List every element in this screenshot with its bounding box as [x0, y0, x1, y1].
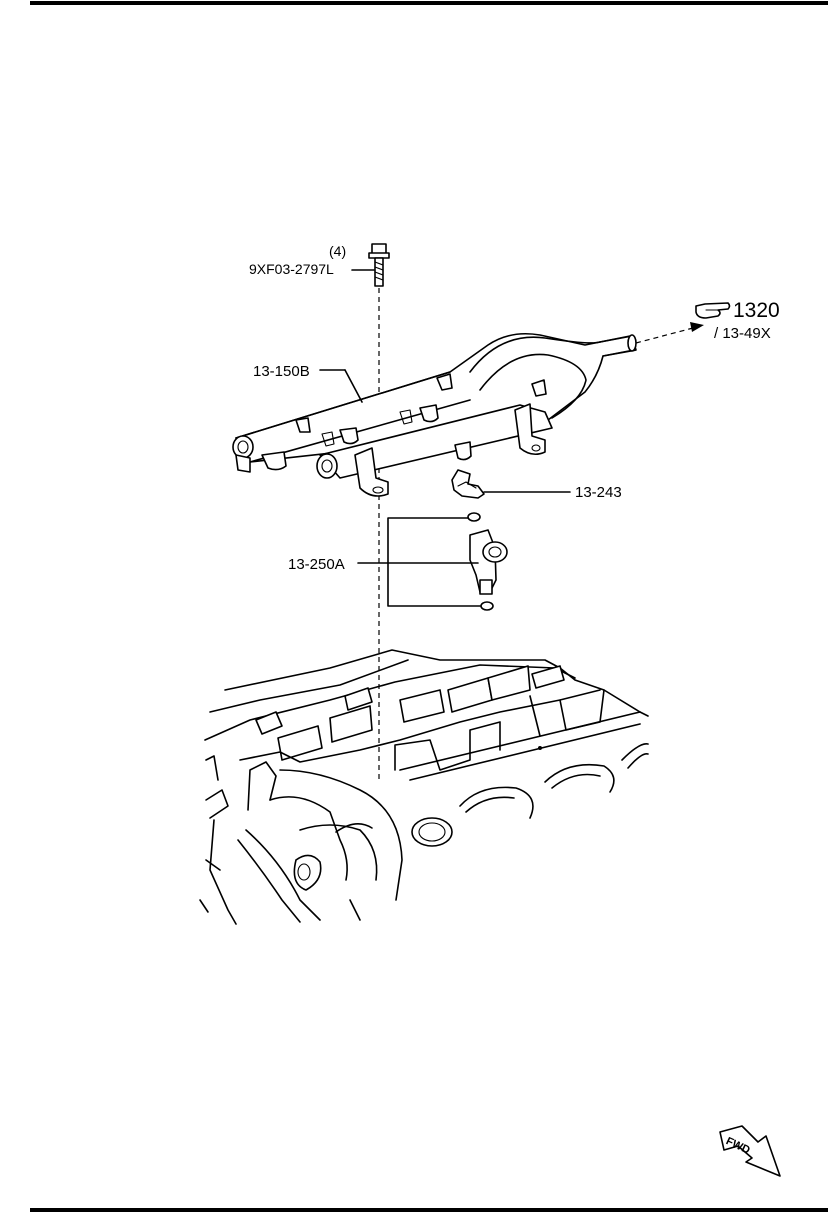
fuel-rail-drawing: [232, 332, 637, 497]
bolt-drawing: [368, 243, 390, 287]
ref-dashed-line: [635, 327, 694, 344]
fuel-rail-leader-2: [344, 369, 363, 403]
fuel-rail-part-label: 13-150B: [253, 363, 310, 380]
reference-number-label: 1320: [733, 299, 780, 322]
clip-drawing: [451, 469, 485, 499]
engine-drawing: [199, 649, 649, 925]
injector-part-label: 13-250A: [288, 556, 345, 573]
fwd-arrow-icon: FWD: [719, 1125, 781, 1177]
ref-arrowhead: [690, 322, 704, 332]
bolt-quantity-label: (4): [329, 243, 346, 259]
injector-bracket: [387, 517, 481, 607]
injector-drawing: [467, 512, 508, 611]
reference-sub-label: / 13-49X: [714, 325, 771, 342]
pointing-hand-icon: [695, 302, 731, 319]
bolt-part-number-label: 9XF03-2797L: [249, 261, 334, 277]
clip-part-label: 13-243: [575, 484, 622, 501]
